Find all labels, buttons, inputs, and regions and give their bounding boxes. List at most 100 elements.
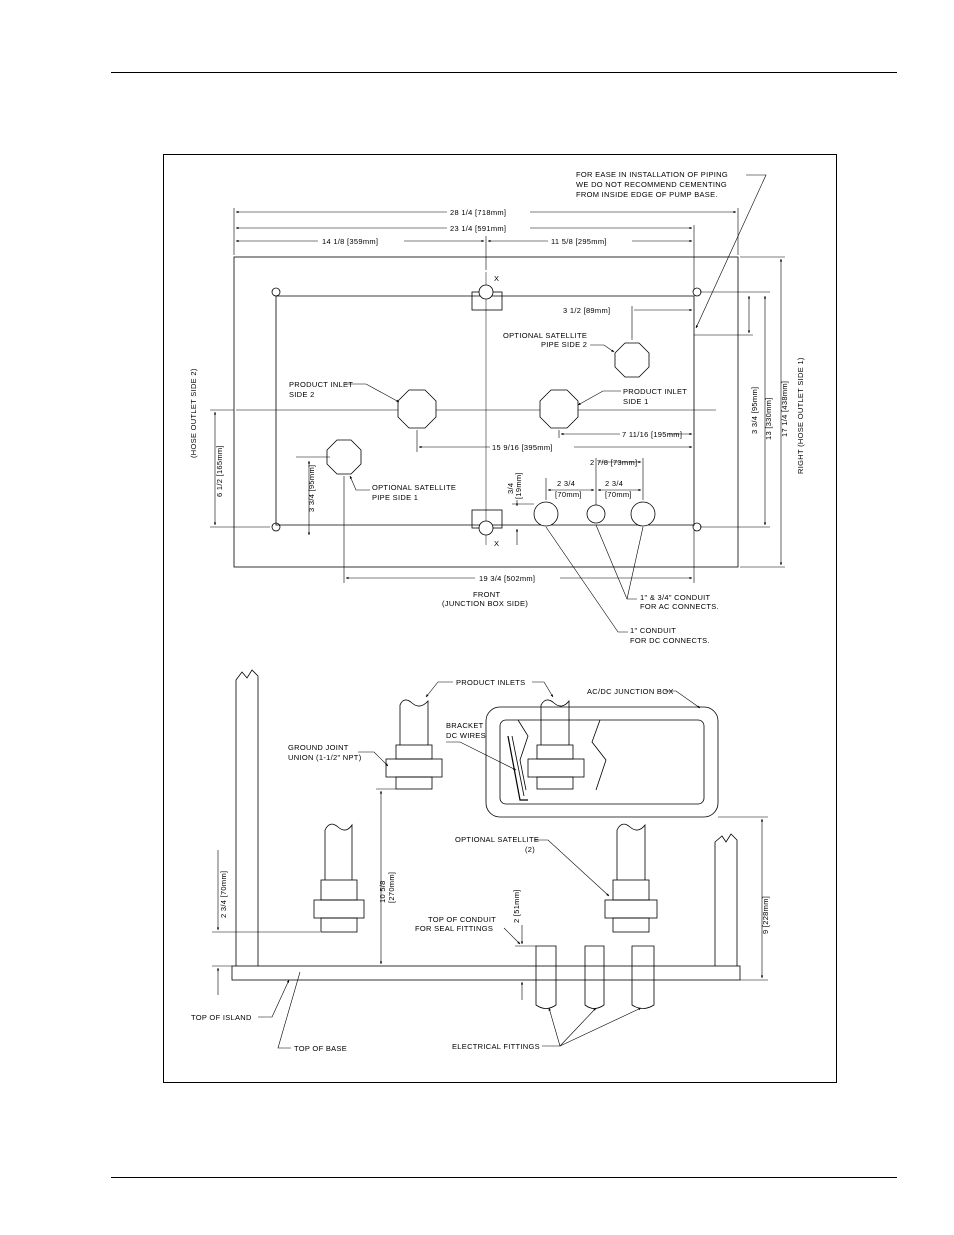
satellite-pipe-side2-octagon <box>614 342 650 378</box>
label-opt-sat-side1-line2: PIPE SIDE 1 <box>372 493 418 502</box>
dim-3-1-2: 3 1/2 [89mm] <box>563 306 610 315</box>
header-rule <box>111 72 897 73</box>
mount-hole <box>692 522 702 532</box>
label-conduit-dc-line2: FOR DC CONNECTS. <box>630 636 710 645</box>
satellite-pipe-side1-octagon <box>326 439 362 475</box>
leader-conduit-dc <box>545 526 628 633</box>
label-junction-box: AC/DC JUNCTION BOX <box>587 687 674 696</box>
island-wall-left <box>235 669 259 966</box>
label-top-conduit-line1: TOP OF CONDUIT <box>428 915 496 924</box>
bracket-dc-wires <box>507 735 528 801</box>
electrical-fitting-1 <box>535 945 557 1009</box>
sat-union-mid-left <box>313 899 365 919</box>
dim-10-5-8: 10 5/8 <box>378 880 387 903</box>
product-inlet-side1-octagon <box>539 389 579 429</box>
union-upper-right <box>536 744 574 760</box>
sat-union-lower-right <box>612 917 650 933</box>
dim-17: 17 1/4 [438mm] <box>780 381 789 437</box>
dim-14: 14 1/8 [359mm] <box>322 237 378 246</box>
electrical-fitting-3 <box>631 945 655 1009</box>
union-mid-left <box>385 758 443 778</box>
product-inlet-pipe-left <box>399 699 429 745</box>
satellite-pipe-right <box>616 823 646 880</box>
label-top-of-base: TOP OF BASE <box>294 1044 347 1053</box>
label-product-inlet-side2-line1: PRODUCT INLET <box>289 380 353 389</box>
label-ground-joint-line1: GROUND JOINT <box>288 743 349 752</box>
island-wall-right <box>714 833 738 966</box>
label-front: FRONT <box>473 590 500 599</box>
product-inlet-side2-octagon <box>397 389 437 429</box>
dim-23: 23 1/4 [591mm] <box>450 224 506 233</box>
dim-3-4-mm: [19mm] <box>514 472 523 499</box>
mount-hole <box>271 287 281 297</box>
label-junction-box-side: (JUNCTION BOX SIDE) <box>442 599 528 608</box>
dim-3-3-4-right: 3 3/4 [95mm] <box>750 387 759 434</box>
dim-10-5-8-mm: [270mm] <box>387 872 396 903</box>
junction-box-outer <box>485 706 719 818</box>
label-electrical-fittings: ELECTRICAL FITTINGS <box>452 1042 540 1051</box>
drawing-frame <box>163 154 837 1083</box>
union-lower-left <box>395 776 433 790</box>
label-optional-satellite-line1: OPTIONAL SATELLITE <box>455 835 539 844</box>
dim-2-3-4-b: 2 3/4 <box>605 479 623 488</box>
dim-3-4: 3/4 <box>506 483 515 494</box>
label-opt-sat-side1-line1: OPTIONAL SATELLITE <box>372 483 456 492</box>
label-product-inlets: PRODUCT INLETS <box>456 678 526 687</box>
union-upper-left <box>395 744 433 760</box>
conduit-ac-small <box>586 504 606 524</box>
leader-piping-note <box>695 174 767 329</box>
dim-3-3-4-left: 3 3/4 [95mm] <box>307 465 316 512</box>
dim-overall: 28 1/4 [718mm] <box>450 208 506 217</box>
dim-2-3-4-b-mm: [70mm] <box>605 490 632 499</box>
note-piping-line3: FROM INSIDE EDGE OF PUMP BASE. <box>576 190 718 199</box>
label-conduit-dc-line1: 1" CONDUIT <box>630 626 676 635</box>
leader-conduit-ac <box>595 524 637 600</box>
dim-19: 19 3/4 [502mm] <box>479 574 535 583</box>
label-right-hose-outlet: RIGHT (HOSE OUTLET SIDE 1) <box>796 357 805 474</box>
anchor-bolt-bottom <box>478 520 494 536</box>
label-ground-joint-line2: UNION (1-1/2" NPT) <box>288 753 362 762</box>
anchor-bolt-top <box>478 284 494 300</box>
dim-13: 13 [330mm] <box>764 397 773 440</box>
label-product-inlet-side2-line2: SIDE 2 <box>289 390 315 399</box>
union-lower-right <box>536 776 574 790</box>
label-optional-satellite-line2: (2) <box>525 845 535 854</box>
mounting-outline <box>275 295 695 526</box>
label-product-inlet-side1-line2: SIDE 1 <box>623 397 649 406</box>
dim-2-7-8: 2 7/8 [73mm] <box>590 458 637 467</box>
junction-box-inner <box>499 719 705 805</box>
label-product-inlet-side1-line1: PRODUCT INLET <box>623 387 687 396</box>
dim-6-1-2: 6 1/2 [165mm] <box>215 445 224 497</box>
dim-7-11: 7 11/16 [195mm] <box>622 430 682 439</box>
label-hose-outlet-side2: (HOSE OUTLET SIDE 2) <box>189 368 198 458</box>
mount-hole <box>271 522 281 532</box>
product-inlet-pipe-right <box>540 699 570 745</box>
sat-union-upper-right <box>612 879 650 901</box>
dim-2-51: 2 [51mm] <box>512 889 521 923</box>
dim-2-3-4-a-mm: [70mm] <box>555 490 582 499</box>
union-mid-right <box>527 758 585 778</box>
label-conduit-ac-line2: FOR AC CONNECTS. <box>640 602 719 611</box>
conduit-dc <box>533 501 559 527</box>
dim-2-3-4-side: 2 3/4 [70mm] <box>219 871 228 918</box>
dim-11: 11 5/8 [295mm] <box>551 237 607 246</box>
note-piping-line2: WE DO NOT RECOMMEND CEMENTING <box>576 180 727 189</box>
note-piping-line1: FOR EASE IN INSTALLATION OF PIPING <box>576 170 728 179</box>
label-top-conduit-line2: FOR SEAL FITTINGS <box>415 924 493 933</box>
base-slab <box>231 965 741 981</box>
electrical-fitting-2 <box>584 945 605 1009</box>
sat-union-upper-left <box>320 879 358 901</box>
x-marker-top: X <box>494 274 499 283</box>
footer-rule <box>111 1177 897 1178</box>
label-opt-sat-side2-line2: PIPE SIDE 2 <box>541 340 587 349</box>
label-bracket-line2: DC WIRES <box>446 731 486 740</box>
satellite-pipe-left <box>324 823 353 880</box>
sat-union-mid-right <box>604 899 658 919</box>
x-marker-bottom: X <box>494 539 499 548</box>
dim-2-3-4-a: 2 3/4 <box>557 479 575 488</box>
label-opt-sat-side2-line1: OPTIONAL SATELLITE <box>503 331 587 340</box>
label-bracket-line1: BRACKET <box>446 721 484 730</box>
label-top-of-island: TOP OF ISLAND <box>191 1013 252 1022</box>
label-conduit-ac-line1: 1" & 3/4" CONDUIT <box>640 593 711 602</box>
